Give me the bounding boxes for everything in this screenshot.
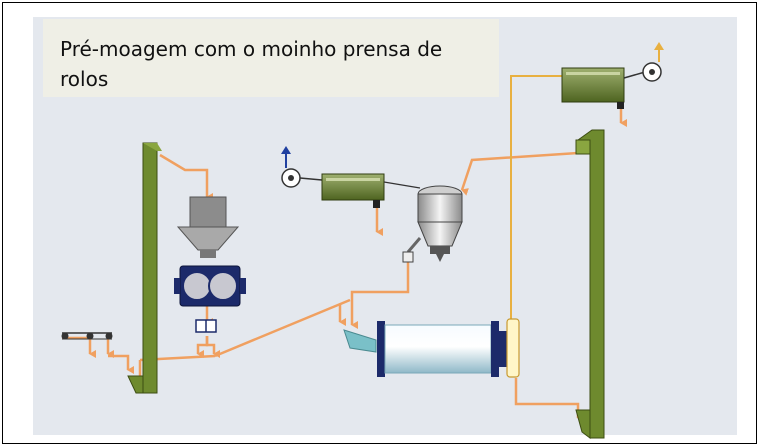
fan-left: [281, 146, 323, 188]
cyclone-separator: [402, 185, 463, 263]
fan-right: [623, 42, 664, 82]
bag-filter-left: [321, 173, 421, 208]
ball-mill: [343, 318, 520, 378]
roller-press: [174, 265, 246, 333]
diagram-title: Pré-moagem com o moinho prensa de rolos: [60, 37, 443, 91]
bucket-elevator-right: [575, 129, 605, 439]
bucket-elevator-left: [127, 142, 162, 394]
title-box: [43, 19, 499, 97]
belt-conveyor: [61, 332, 113, 340]
feed-hopper: [176, 196, 240, 258]
air-duct-line: [510, 75, 562, 325]
bag-filter-right: [561, 67, 625, 109]
